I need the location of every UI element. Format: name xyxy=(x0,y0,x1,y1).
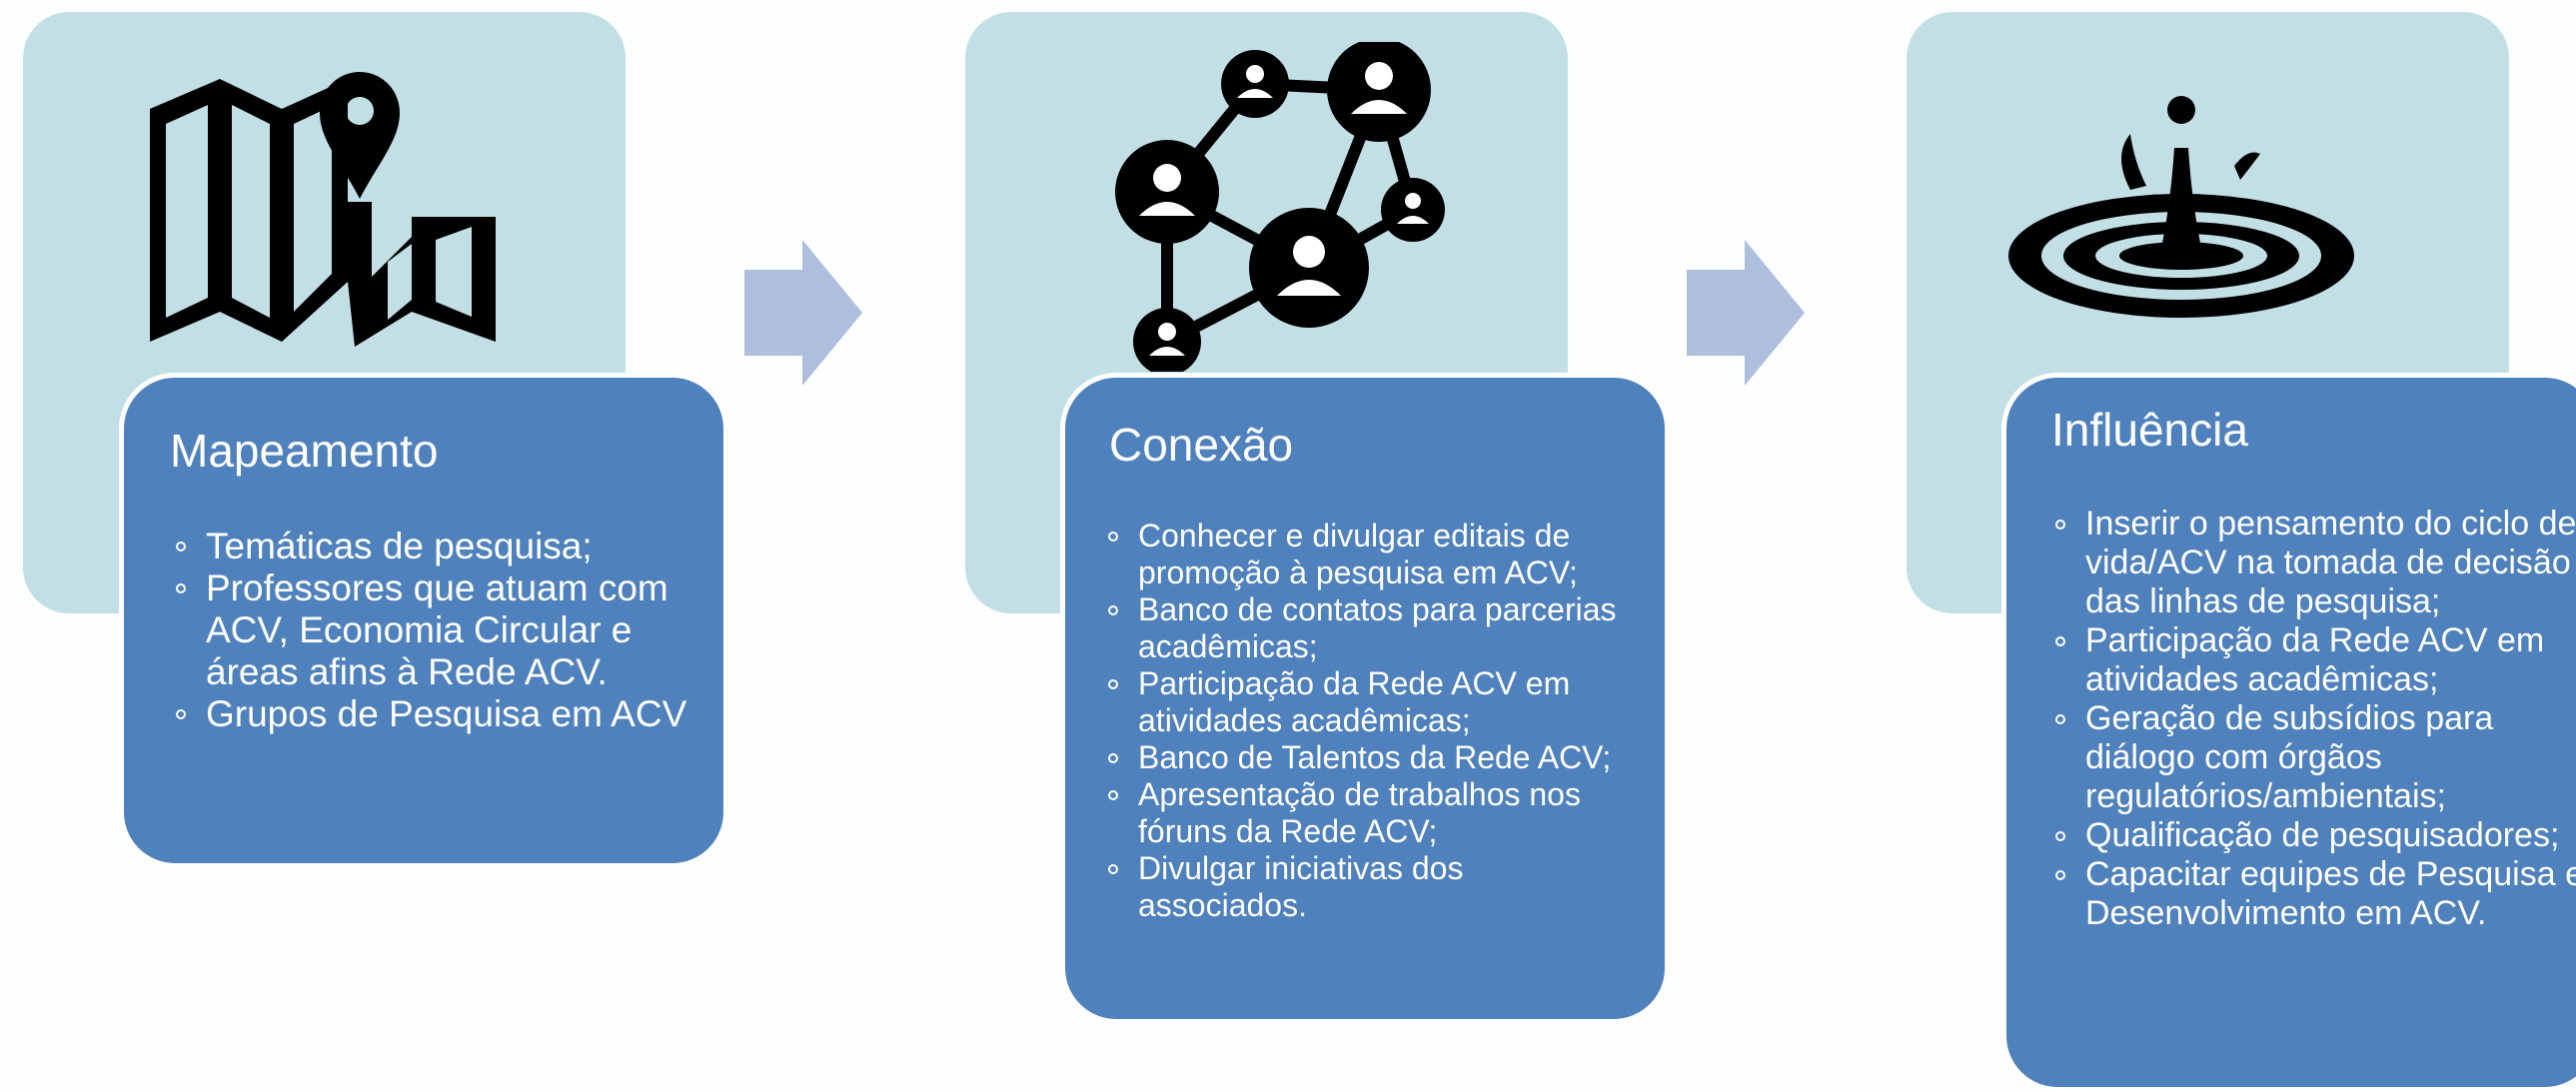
step-item-list: Inserir o pensamento do ciclo de vida/AC… xyxy=(2055,505,2576,933)
list-item: Qualificação de pesquisadores; xyxy=(2055,816,2576,855)
network-people-icon xyxy=(1115,42,1445,372)
list-item: Banco de Talentos da Rede ACV; xyxy=(1108,739,1638,776)
list-item: Banco de contatos para parcerias acadêmi… xyxy=(1108,591,1638,665)
list-item: Apresentação de trabalhos nos fóruns da … xyxy=(1108,776,1638,850)
list-item: Professores que atuam com ACV, Economia … xyxy=(176,567,705,693)
list-item: Temáticas de pesquisa; xyxy=(176,526,705,567)
right-arrow-icon xyxy=(1687,240,1805,386)
water-splash-icon xyxy=(2008,96,2354,318)
step-item-list: Temáticas de pesquisa; Professores que a… xyxy=(176,526,705,735)
step-1-card: Mapeamento Temáticas de pesquisa; Profes… xyxy=(119,373,728,868)
list-item: Participação da Rede ACV em atividades a… xyxy=(1108,665,1638,739)
list-item: Geração de subsídios para diálogo com ór… xyxy=(2055,699,2576,816)
list-item: Divulgar iniciativas dos associados. xyxy=(1108,850,1638,924)
step-item-list: Conhecer e divulgar editais de promoção … xyxy=(1108,518,1638,924)
list-item: Conhecer e divulgar editais de promoção … xyxy=(1108,518,1638,591)
step-3-card: Influência Inserir o pensamento do ciclo… xyxy=(2001,373,2576,1092)
right-arrow-icon xyxy=(744,240,862,386)
list-item: Inserir o pensamento do ciclo de vida/AC… xyxy=(2055,505,2576,621)
step-2-card: Conexão Conhecer e divulgar editais de p… xyxy=(1060,373,1670,1024)
step-title: Mapeamento xyxy=(170,425,439,477)
step-title: Conexão xyxy=(1109,419,1294,471)
map-pin-icon xyxy=(150,72,496,347)
list-item: Capacitar equipes de Pesquisa e Desenvol… xyxy=(2055,855,2576,933)
list-item: Participação da Rede ACV em atividades a… xyxy=(2055,621,2576,699)
list-item: Grupos de Pesquisa em ACV xyxy=(176,693,705,735)
step-title: Influência xyxy=(2051,404,2248,456)
